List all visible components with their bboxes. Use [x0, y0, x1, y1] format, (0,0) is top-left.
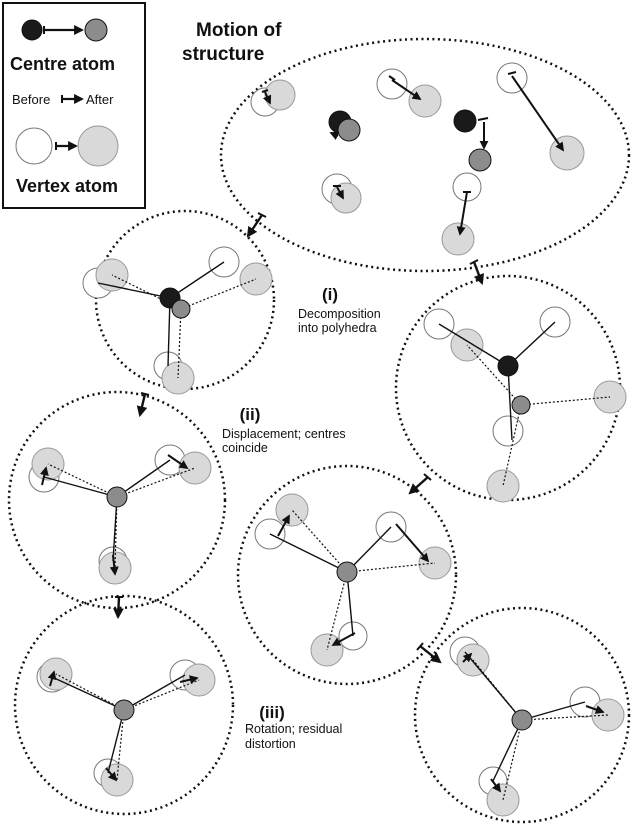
vertex-atom-pair — [496, 62, 585, 171]
before-after-arrow-icon — [61, 94, 84, 104]
transition-arrow — [472, 261, 484, 286]
polyhedron-boundary — [13, 594, 235, 816]
polyhedron-boundary — [7, 390, 227, 610]
transition-arrow — [136, 393, 148, 418]
structure-region — [219, 37, 631, 273]
after-label: After — [86, 92, 114, 107]
polyhedron-boundary — [394, 274, 622, 502]
step-2-text-line-1: Displacement; centres — [222, 427, 346, 441]
step-2-text-line-2: coincide — [222, 441, 268, 455]
centre-atom-label: Centre atom — [10, 54, 115, 74]
transition-arrow — [408, 476, 429, 495]
centre-atom-legend-icon — [21, 18, 108, 42]
vertex-atom-pair — [441, 172, 482, 256]
polyhedron-rotated-e — [13, 594, 235, 816]
vertex-atom-legend-icon — [15, 125, 119, 167]
transition-arrow — [113, 596, 124, 620]
polyhedron-boundary — [413, 606, 631, 824]
polyhedron-displaced-c — [7, 390, 227, 610]
step-2-numeral: (ii) — [240, 405, 261, 424]
title-line-1: Motion of — [196, 20, 282, 41]
step-1-text-line-2: into polyhedra — [298, 321, 377, 335]
before-label: Before — [12, 92, 50, 107]
polyhedron-rotated-f — [413, 606, 631, 824]
vertex-atom-pair — [376, 68, 442, 118]
vertex-atom-label: Vertex atom — [16, 176, 118, 196]
transition-arrow — [419, 645, 442, 664]
step-3-numeral: (iii) — [259, 703, 285, 722]
vertex-atom-pair — [321, 173, 362, 214]
polyhedron-boundary — [94, 209, 276, 391]
structure-boundary — [219, 37, 631, 273]
step-3-text-line-2: distortion — [245, 737, 296, 751]
step-1-numeral: (i) — [322, 285, 338, 304]
transition-arrows — [113, 212, 484, 664]
centre-atom-pair — [453, 109, 492, 172]
polyhedron-decomposed-b — [394, 274, 627, 503]
vertex-atom-pair — [250, 79, 296, 117]
centre-atom-pair — [328, 110, 361, 142]
step-3-text-line-1: Rotation; residual — [245, 722, 342, 736]
polyhedron-decomposed-a — [82, 209, 276, 395]
title-line-2: structure — [182, 44, 264, 65]
legend: Centre atom Before After Vertex atom — [2, 2, 146, 209]
transition-arrow — [246, 214, 263, 238]
polyhedron-boundary — [236, 464, 458, 686]
step-1-text-line-1: Decomposition — [298, 307, 381, 321]
polyhedron-displaced-d — [236, 464, 458, 686]
